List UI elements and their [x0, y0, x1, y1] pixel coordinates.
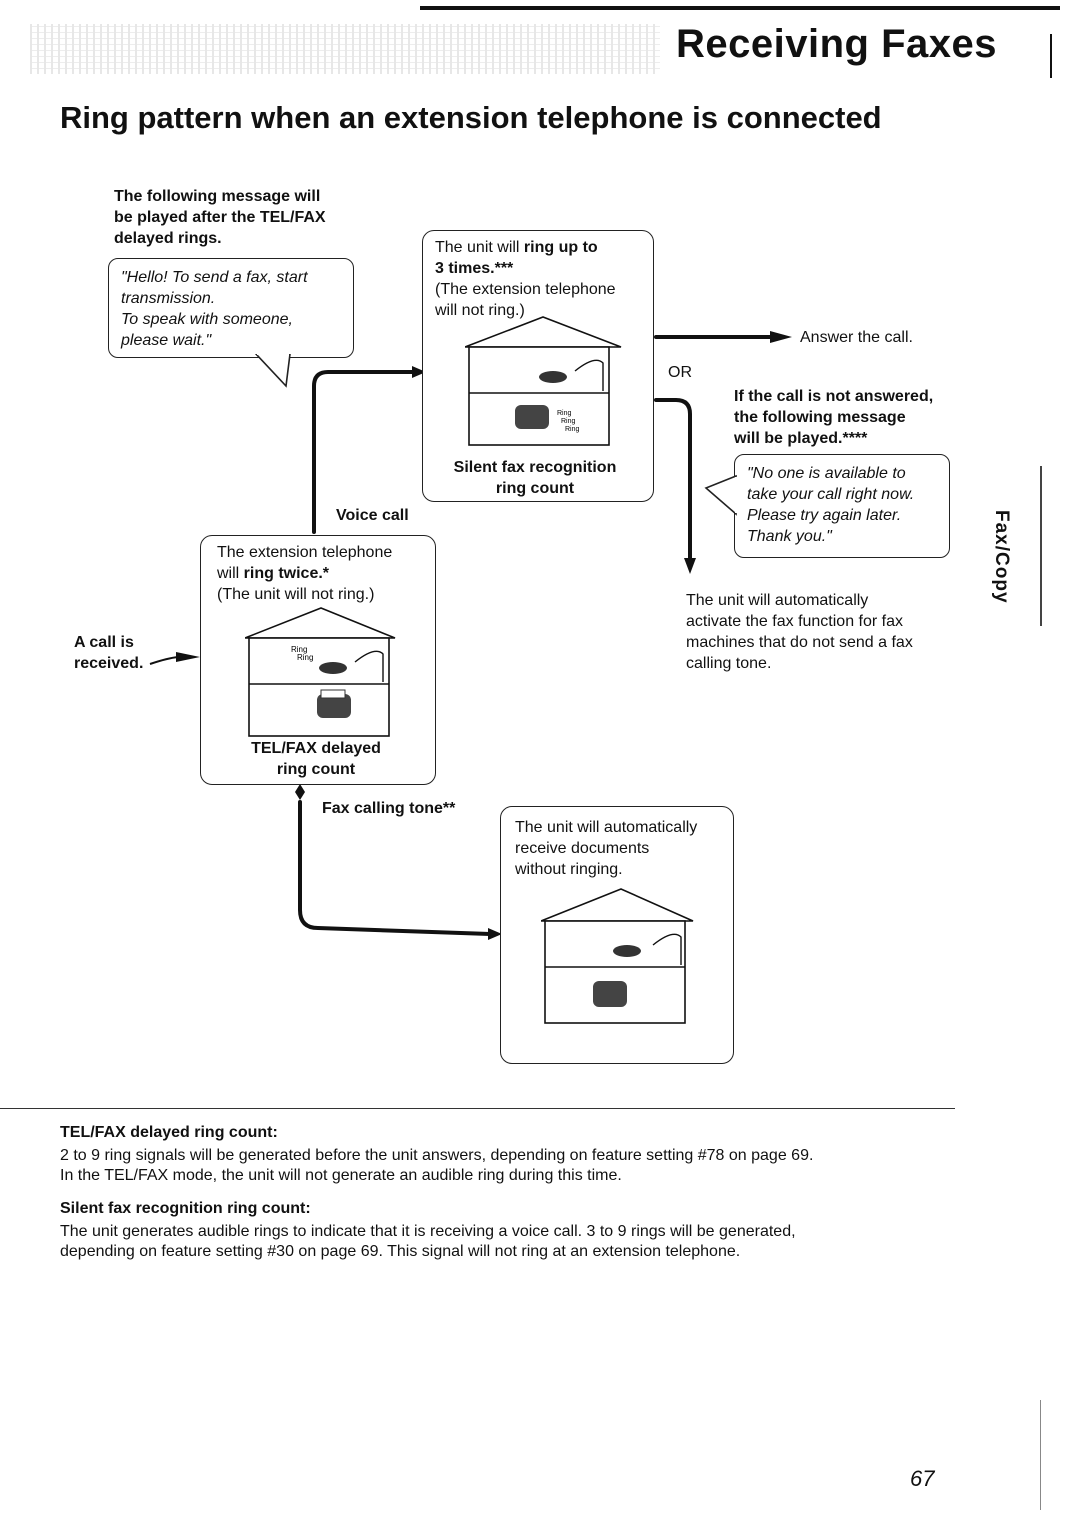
- phone-icon: [319, 662, 347, 674]
- or-branch-line: [654, 398, 692, 562]
- or-arrow-head: [684, 558, 696, 574]
- tel-fax-delayed-box: The extension telephone will ring twice.…: [200, 535, 436, 785]
- ring-label: Ring: [561, 418, 576, 425]
- intro-line: The following message will: [114, 188, 321, 205]
- flow-lines: [149, 331, 792, 940]
- silent-fax-recognition-box: The unit will ring up to 3 times.*** (Th…: [422, 230, 654, 502]
- auto-activate-line: activate the fax function for fax: [686, 613, 904, 630]
- bubble-line: take your call right now.: [747, 486, 915, 503]
- voice-arrow-head: [412, 366, 426, 378]
- box-caption: TEL/FAX delayed: [251, 740, 381, 757]
- notes-divider: [0, 1108, 955, 1109]
- house-illustration: [541, 888, 694, 1024]
- auto-activate-line: The unit will automatically: [686, 592, 869, 609]
- notes-section: TEL/FAX delayed ring count: 2 to 9 ring …: [60, 1124, 960, 1262]
- bubble-line: Thank you.": [747, 528, 832, 545]
- intro-text: The following message will be played aft…: [114, 186, 326, 249]
- intro-line: delayed rings.: [114, 230, 222, 247]
- voice-call-line: [312, 370, 414, 534]
- not-answered-line: the following message: [734, 409, 906, 426]
- silent-note-line: depending on feature setting #30 on page…: [60, 1243, 741, 1260]
- bubble-line: Please try again later.: [747, 507, 902, 524]
- tel-fax-note-line: 2 to 9 ring signals will be generated be…: [60, 1147, 814, 1164]
- voice-call-label: Voice call: [336, 507, 409, 524]
- silent-note-heading: Silent fax recognition ring count:: [60, 1200, 311, 1217]
- bubble-line: To speak with someone,: [121, 311, 293, 328]
- box-line: The unit will ring up to: [435, 239, 598, 256]
- ring-label: Ring: [297, 653, 313, 662]
- section-title: Receiving Faxes: [676, 22, 997, 66]
- top-rule: [420, 6, 1060, 10]
- box-line: The unit will automatically: [515, 819, 698, 836]
- box-caption: ring count: [495, 480, 575, 497]
- bubble-line: transmission.: [121, 290, 216, 307]
- hello-bubble-tail: [254, 354, 291, 388]
- box-line: will not ring.): [435, 302, 525, 319]
- bubble-line: please wait.": [121, 332, 212, 349]
- fax-arrow-head: [488, 928, 502, 940]
- no-one-bubble-tail: [704, 474, 739, 516]
- silent-note-line: The unit generates audible rings to indi…: [60, 1223, 796, 1240]
- fax-machine-icon: [317, 694, 351, 718]
- side-tab-fax-copy: Fax/Copy: [991, 510, 1012, 604]
- box-line: 3 times.***: [435, 260, 514, 277]
- header-texture: [30, 24, 660, 74]
- hello-message-bubble: "Hello! To send a fax, start transmissio…: [108, 258, 354, 358]
- page-number: 67: [910, 1466, 935, 1491]
- phone-icon: [613, 945, 641, 957]
- call-received-label: A call is received.: [74, 632, 143, 674]
- box-caption: Silent fax recognition: [453, 459, 617, 476]
- box-line: (The extension telephone: [435, 281, 616, 298]
- auto-activate-line: calling tone.: [686, 655, 772, 672]
- answer-call-label: Answer the call.: [800, 329, 913, 346]
- intro-line: be played after the TEL/FAX: [114, 209, 326, 226]
- not-answered-text: If the call is not answered, the followi…: [734, 386, 933, 449]
- ring-label: Ring: [557, 410, 572, 417]
- fax-calling-tone-label: Fax calling tone**: [322, 800, 456, 817]
- auto-receive-box: The unit will automatically receive docu…: [500, 806, 734, 1064]
- right-edge-mark: [1040, 1400, 1041, 1510]
- fax-tone-line: [298, 800, 492, 936]
- not-answered-line: will be played.****: [734, 430, 868, 447]
- auto-activate-text: The unit will automatically activate the…: [686, 590, 913, 674]
- right-edge-mark: [1040, 466, 1042, 626]
- box-line: will ring twice.*: [217, 565, 330, 582]
- answer-arrow-head: [770, 331, 792, 343]
- tel-fax-note-line: In the TEL/FAX mode, the unit will not g…: [60, 1167, 622, 1184]
- fax-tone-diamond: [295, 784, 305, 800]
- house-illustration: Ring Ring Ring: [465, 316, 622, 446]
- box-caption: ring count: [276, 761, 356, 778]
- auto-activate-line: machines that do not send a fax: [686, 634, 913, 651]
- not-answered-line: If the call is not answered,: [734, 388, 934, 405]
- ring-label: Ring: [291, 645, 307, 654]
- house-illustration: Ring Ring: [245, 607, 396, 737]
- no-one-available-bubble: "No one is available to take your call r…: [734, 454, 950, 558]
- fax-machine-icon: [593, 981, 627, 1007]
- title-edge-bar: [1050, 34, 1052, 78]
- box-line: without ringing.: [515, 861, 623, 878]
- call-received-line: received.: [74, 655, 144, 672]
- ring-label: Ring: [565, 426, 580, 433]
- box-line: The extension telephone: [217, 544, 393, 561]
- received-arrow-tail: [149, 656, 179, 665]
- phone-icon: [539, 371, 567, 383]
- or-label: OR: [668, 364, 692, 381]
- bubble-line: "No one is available to: [747, 465, 906, 482]
- page-heading: Ring pattern when an extension telephone…: [60, 100, 882, 135]
- tel-fax-note-heading: TEL/FAX delayed ring count:: [60, 1124, 278, 1141]
- fax-machine-icon: [515, 405, 549, 429]
- box-line: receive documents: [515, 840, 650, 857]
- call-received-line: A call is: [74, 634, 134, 651]
- box-line: (The unit will not ring.): [217, 586, 375, 603]
- received-arrow-head: [176, 652, 200, 662]
- bubble-line: "Hello! To send a fax, start: [121, 269, 308, 286]
